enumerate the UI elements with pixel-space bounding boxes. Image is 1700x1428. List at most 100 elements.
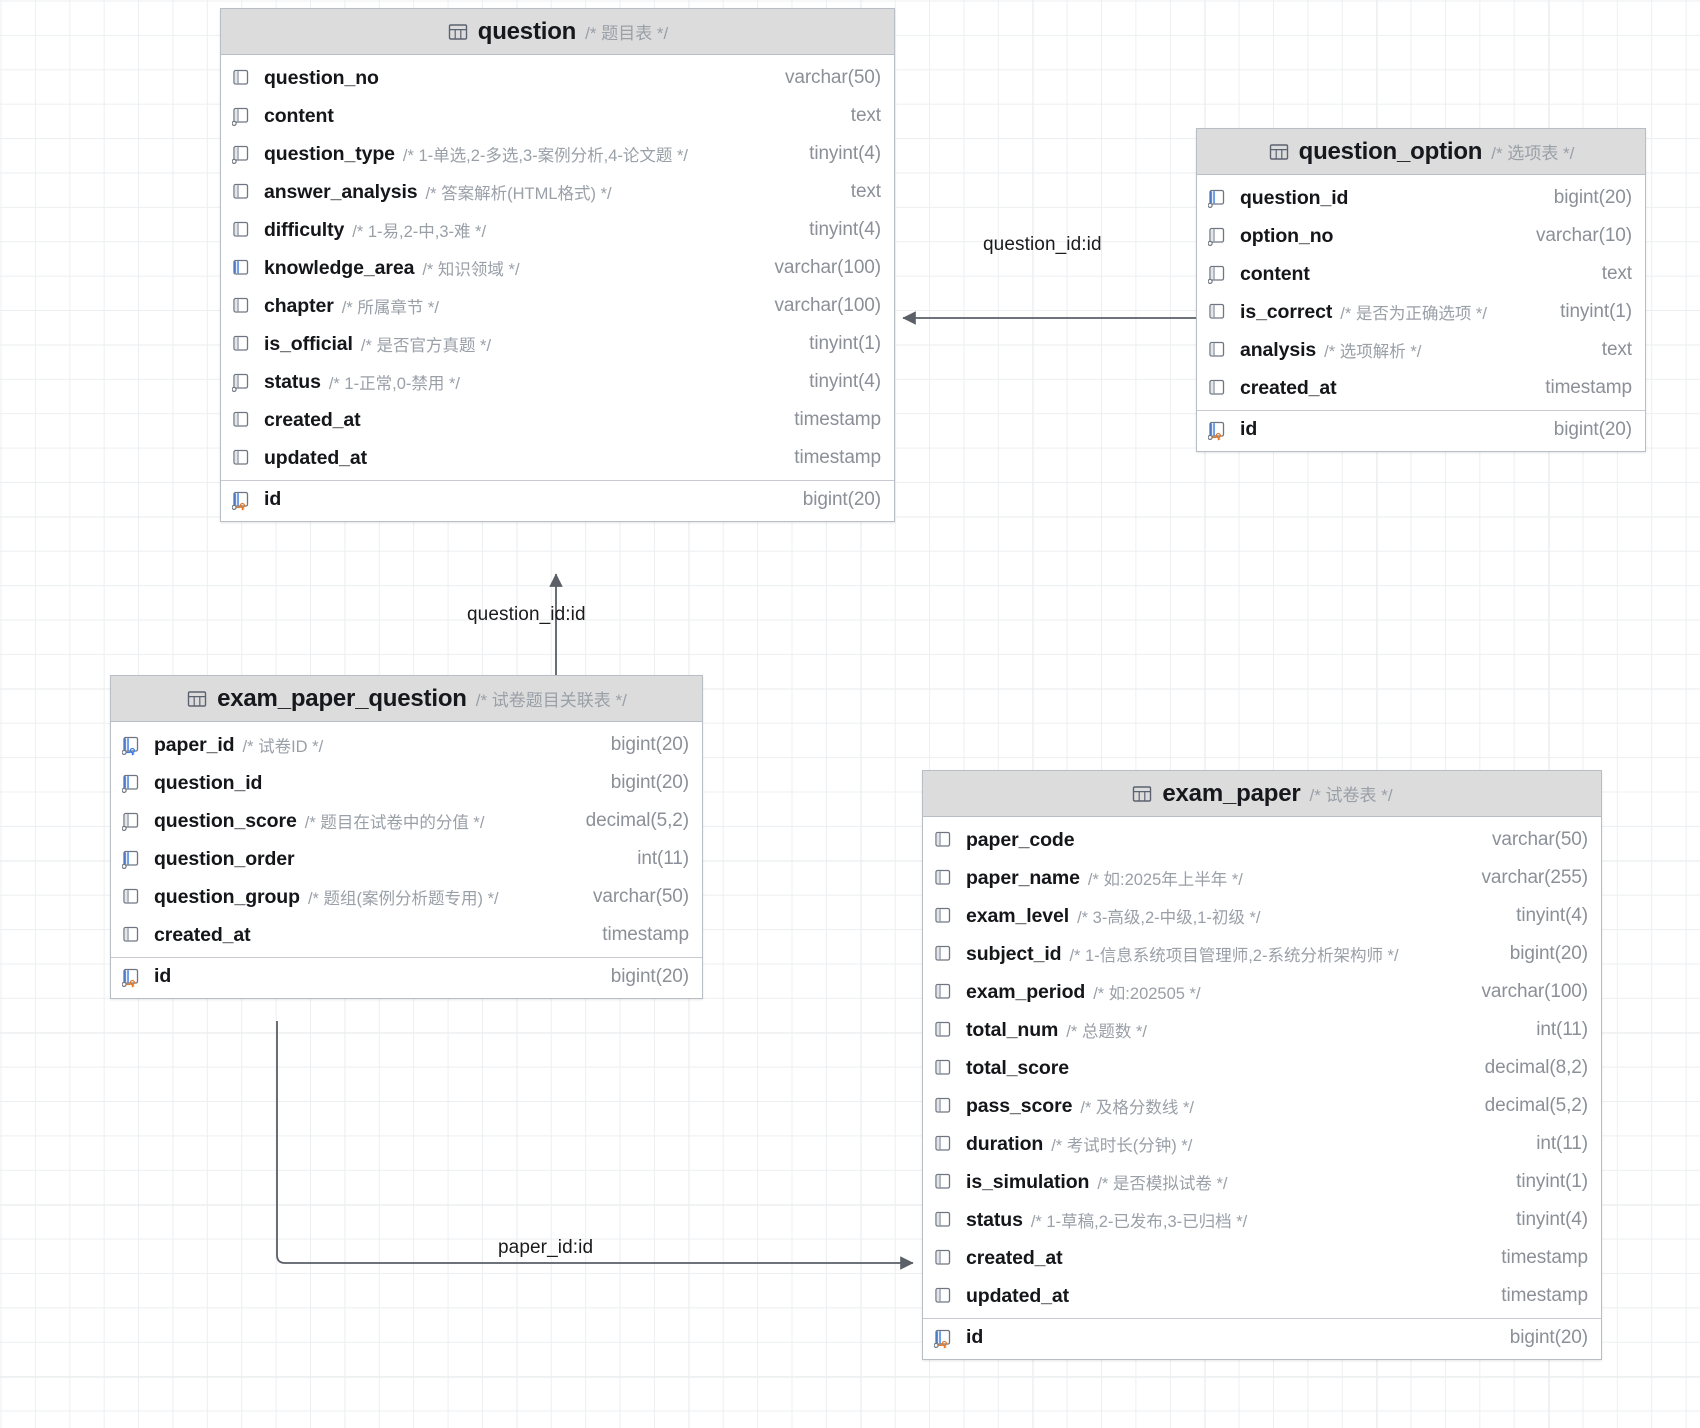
field-name: option_no bbox=[1240, 224, 1334, 247]
field-row[interactable]: analysis/* 选项解析 */text bbox=[1197, 331, 1645, 369]
field-type: bigint(20) bbox=[610, 965, 689, 987]
field-type: bigint(20) bbox=[610, 734, 689, 755]
field-type: varchar(50) bbox=[784, 67, 881, 88]
field-name: answer_analysis bbox=[264, 180, 418, 203]
field-row[interactable]: created_at timestamp bbox=[1197, 369, 1645, 407]
field-row[interactable]: total_num/* 总题数 */int(11) bbox=[923, 1011, 1601, 1049]
field-type: timestamp bbox=[1545, 377, 1632, 398]
field-type: bigint(20) bbox=[1509, 943, 1588, 964]
field-name: content bbox=[264, 104, 334, 127]
field-row[interactable]: answer_analysis/* 答案解析(HTML格式) */text bbox=[221, 173, 894, 211]
field-row[interactable]: exam_period/* 如:202505 */varchar(100) bbox=[923, 973, 1601, 1011]
table-card-exam-paper-question[interactable]: exam_paper_question /* 试卷题目关联表 */ paper_… bbox=[110, 675, 703, 999]
field-row[interactable]: is_simulation/* 是否模拟试卷 */tinyint(1) bbox=[923, 1163, 1601, 1201]
column-icon bbox=[233, 183, 249, 199]
field-type: tinyint(4) bbox=[1516, 1209, 1588, 1230]
field-row[interactable]: question_score/* 题目在试卷中的分值 */decimal(5,2… bbox=[111, 802, 702, 840]
edge-label-question-option: question_id:id bbox=[983, 234, 1102, 255]
column-index-icon bbox=[232, 145, 249, 164]
table-header-exam-paper-question[interactable]: exam_paper_question /* 试卷题目关联表 */ bbox=[111, 676, 702, 722]
field-name: subject_id bbox=[966, 942, 1062, 965]
field-name: question_group bbox=[154, 885, 300, 908]
column-icon bbox=[1209, 379, 1225, 395]
field-row[interactable]: chapter/* 所属章节 */varchar(100) bbox=[221, 287, 894, 325]
field-row[interactable]: question_group /* 题组(案例分析题专用) */ varchar(5… bbox=[111, 878, 702, 916]
column-icon bbox=[233, 221, 249, 237]
field-type: varchar(50) bbox=[1491, 829, 1588, 850]
field-name: id bbox=[154, 965, 172, 987]
column-icon bbox=[935, 1249, 951, 1265]
table-card-exam-paper[interactable]: exam_paper /* 试卷表 */ paper_code varchar(5… bbox=[922, 770, 1602, 1360]
field-row[interactable]: knowledge_area/* 知识领域 */varchar(100) bbox=[221, 249, 894, 287]
table-header-exam-paper[interactable]: exam_paper /* 试卷表 */ bbox=[923, 771, 1601, 817]
table-comment: /* 试卷表 */ bbox=[1309, 786, 1393, 805]
field-row[interactable]: is_official/* 是否官方真题 */tinyint(1) bbox=[221, 325, 894, 363]
table-icon bbox=[448, 23, 467, 40]
field-row[interactable]: paper_id/* 试卷ID */bigint(20) bbox=[111, 726, 702, 764]
column-icon bbox=[935, 1173, 951, 1189]
field-type: varchar(50) bbox=[592, 886, 689, 907]
field-name: is_correct bbox=[1240, 300, 1333, 323]
column-icon bbox=[1209, 341, 1225, 357]
field-row[interactable]: paper_name/* 如:2025年上半年 */varchar(255) bbox=[923, 859, 1601, 897]
field-name: exam_level bbox=[966, 904, 1070, 927]
foreign-key-blue-icon bbox=[122, 736, 139, 756]
field-row[interactable]: id bigint(20) bbox=[111, 957, 702, 995]
column-icon bbox=[233, 449, 249, 465]
column-icon bbox=[1209, 303, 1225, 319]
column-icon bbox=[935, 1287, 951, 1303]
field-row[interactable]: subject_id /* 1-信息系统项目管理师,2-系统分析架构师 */ big… bbox=[923, 935, 1601, 973]
field-comment: /* 是否模拟试卷 */ bbox=[1097, 1175, 1228, 1193]
field-row[interactable]: status/* 1-正常,0-禁用 */tinyint(4) bbox=[221, 363, 894, 401]
field-row[interactable]: pass_score/* 及格分数线 */decimal(5,2) bbox=[923, 1087, 1601, 1125]
field-type: int(11) bbox=[1536, 1133, 1588, 1154]
field-row[interactable]: is_correct/* 是否为正确选项 */tinyint(1) bbox=[1197, 293, 1645, 331]
field-type: timestamp bbox=[794, 409, 881, 430]
field-type: int(11) bbox=[637, 848, 689, 869]
field-comment: /* 如:2025年上半年 */ bbox=[1087, 871, 1243, 889]
field-name: paper_name bbox=[966, 866, 1080, 889]
field-name: created_at bbox=[1240, 376, 1337, 399]
field-name: created_at bbox=[966, 1246, 1063, 1269]
field-name: analysis bbox=[1240, 338, 1317, 361]
field-type: varchar(100) bbox=[1481, 981, 1588, 1002]
field-row[interactable]: difficulty/* 1-易,2-中,3-难 */tinyint(4) bbox=[221, 211, 894, 249]
field-comment: /* 1-信息系统项目管理师,2-系统分析架构师 */ bbox=[1069, 947, 1399, 965]
field-row[interactable]: status/* 1-草稿,2-已发布,3-已归档 */tinyint(4) bbox=[923, 1201, 1601, 1239]
primary-key-icon bbox=[1208, 421, 1225, 440]
field-type: text bbox=[850, 181, 881, 202]
field-row[interactable]: exam_level/* 3-高级,2-中级,1-初级 */tinyint(4) bbox=[923, 897, 1601, 935]
column-icon bbox=[935, 1097, 951, 1113]
column-icon bbox=[935, 945, 951, 961]
field-type: bigint(20) bbox=[802, 488, 881, 510]
table-header-question-option[interactable]: question_option /* 选项表 */ bbox=[1197, 129, 1645, 175]
field-row[interactable]: question_type/* 1-单选,2-多选,3-案例分析,4-论文题 *… bbox=[221, 135, 894, 173]
field-comment: /* 题组(案例分析题专用) */ bbox=[307, 890, 499, 908]
table-icon bbox=[187, 690, 207, 707]
field-type: timestamp bbox=[602, 924, 689, 945]
field-row[interactable]: paper_code varchar(50) bbox=[923, 821, 1601, 859]
field-type: tinyint(1) bbox=[809, 333, 881, 354]
field-name: paper_code bbox=[966, 828, 1075, 851]
field-row[interactable]: duration/* 考试时长(分钟) */int(11) bbox=[923, 1125, 1601, 1163]
table-header-question[interactable]: question /* 题目表 */ bbox=[221, 9, 894, 55]
